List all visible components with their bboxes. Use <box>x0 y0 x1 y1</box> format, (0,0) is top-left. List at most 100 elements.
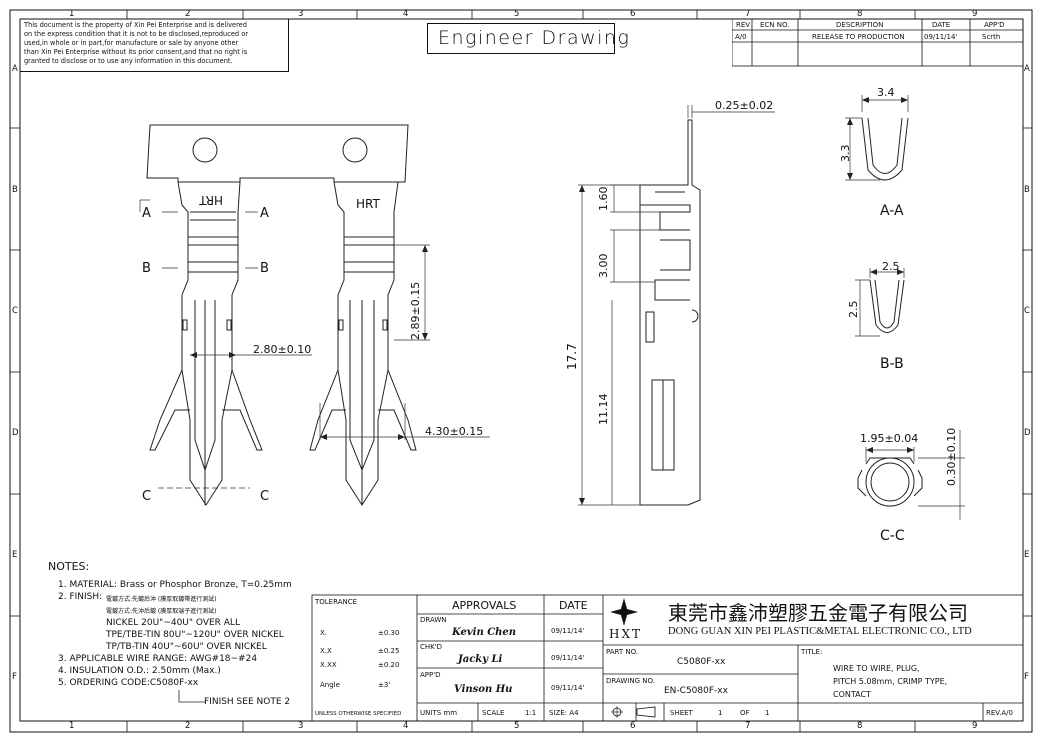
col-number: 8 <box>857 9 863 19</box>
col-number: 1 <box>69 721 75 731</box>
tolerance-heading: TOLERANCE <box>315 598 358 606</box>
appd-value: Scrth <box>982 33 1001 41</box>
dim-aa-height: 3.3 <box>839 145 852 163</box>
dim-2.80: 2.80±0.10 <box>253 343 312 356</box>
date-value: 09/11/14' <box>924 33 958 41</box>
dim-cc-height: 0.30±0.10 <box>945 428 958 486</box>
chk-name: Jacky Li <box>458 654 503 665</box>
section-marker: A <box>260 206 269 221</box>
note-5-leader <box>178 690 206 703</box>
note-5: 5. ORDERING CODE:C5080F-xx <box>58 678 199 688</box>
row-letter: D <box>1024 428 1031 438</box>
row-letter: E <box>1024 550 1030 560</box>
dim-11.14: 11.14 <box>597 394 610 426</box>
col-number: 4 <box>403 9 409 19</box>
appd-header: APP'D <box>984 21 1005 29</box>
tol-key: X.XX <box>320 661 337 669</box>
back-view-contact <box>309 181 417 506</box>
section-marker: C <box>260 489 270 504</box>
disclaimer-line: This document is the property of Xin Pei… <box>24 21 247 29</box>
section-marker: A <box>142 206 151 221</box>
note-1: 1. MATERIAL: Brass or Phosphor Bronze, T… <box>58 580 292 590</box>
section-label-cc: C-C <box>880 528 905 544</box>
col-number: 4 <box>403 721 409 731</box>
disclaimer-line: granted to disclose or to use any inform… <box>24 57 233 65</box>
app-name: Vinson Hu <box>454 684 513 695</box>
part-title-line: CONTACT <box>833 690 871 699</box>
section-label-aa: A-A <box>880 203 904 219</box>
scale-value: 1:1 <box>525 709 537 717</box>
row-letter: D <box>12 428 19 438</box>
tol-key: Angle <box>320 681 340 689</box>
description-header: DESCRIPTION <box>836 21 884 29</box>
part-no-label: PART NO. <box>606 648 639 656</box>
tol-value: ±0.20 <box>378 661 400 669</box>
row-letter: E <box>12 550 18 560</box>
row-letter: B <box>12 185 18 195</box>
rev-code: REV.A/0 <box>986 709 1013 717</box>
note-5-sub: FINISH SEE NOTE 2 <box>204 697 291 707</box>
sheet-size: SIZE: A4 <box>549 709 579 717</box>
front-view-contact <box>149 181 263 506</box>
col-number: 6 <box>630 721 636 731</box>
note-2: 2. FINISH: <box>58 592 103 602</box>
col-number: 9 <box>972 9 978 19</box>
section-bb-shape <box>869 279 905 333</box>
dim-aa-width: 3.4 <box>877 86 895 99</box>
approvals-heading: APPROVALS <box>452 599 517 612</box>
col-number: 9 <box>972 721 978 731</box>
projection-symbol-icon <box>611 706 656 718</box>
ecn-header: ECN NO. <box>760 21 790 29</box>
row-letter: F <box>1024 672 1029 682</box>
disclaimer-line: used,in whole or in part,for manufacture… <box>24 39 239 47</box>
scale-label: SCALE <box>482 709 505 717</box>
carrier-strip <box>146 124 409 183</box>
drawn-name: Kevin Chen <box>452 627 517 638</box>
app-date: 09/11/14' <box>551 684 585 692</box>
dim-17.7: 17.7 <box>565 343 579 370</box>
section-label-bb: B-B <box>880 356 904 372</box>
section-aa-shape <box>861 117 909 181</box>
company-name-en: DONG GUAN XIN PEI PLASTIC&METAL ELECTRON… <box>668 626 972 637</box>
rev-value: A/0 <box>735 33 747 41</box>
dim-4.30: 4.30±0.15 <box>425 425 484 438</box>
disclaimer-line: than Xin Pei Enterprise without its prio… <box>24 48 248 56</box>
col-number: 2 <box>185 9 191 19</box>
revision-table <box>732 19 1023 67</box>
part-title-line: PITCH 5.08mm, CRIMP TYPE, <box>833 677 948 686</box>
front-marking: HRT <box>199 193 223 207</box>
notes-heading: NOTES: <box>48 560 90 573</box>
of-label: OF <box>740 709 750 717</box>
col-number: 7 <box>745 721 751 731</box>
col-number: 1 <box>69 9 75 19</box>
pilot-hole <box>342 137 368 163</box>
drawing-no: EN-C5080F-xx <box>664 686 728 696</box>
section-marker: B <box>142 261 151 276</box>
company-name-cn: 東莞市鑫沛塑膠五金電子有限公司 <box>668 601 968 625</box>
dim-0.25: 0.25±0.02 <box>715 99 774 112</box>
note-2-cn-2: 電鍍方式:先沖后鍍 (膜厚取端子進行測試) <box>106 608 217 615</box>
dim-1.60: 1.60 <box>597 187 610 212</box>
side-view-contact <box>639 119 701 506</box>
row-letter: A <box>1024 64 1030 74</box>
drawing-no-label: DRAWING NO. <box>606 677 655 685</box>
sheet-label: SHEET <box>670 709 693 717</box>
of-number: 1 <box>765 709 770 717</box>
chk-label: CHK'D <box>420 643 443 651</box>
section-marker: B <box>260 261 269 276</box>
tol-key: X. <box>320 629 328 637</box>
chk-date: 09/11/14' <box>551 654 585 662</box>
tol-value: ±0.30 <box>378 629 400 637</box>
note-4: 4. INSULATION O.D.: 2.50mm (Max.) <box>58 666 221 676</box>
col-number: 5 <box>514 721 520 731</box>
col-number: 7 <box>745 9 751 19</box>
tol-value: ±0.25 <box>378 647 400 655</box>
drawing-title-box: Engineer Drawing <box>427 23 629 54</box>
disclaimer-line: on the express condition that it is not … <box>24 30 248 38</box>
dim-bb-height: 2.5 <box>847 301 860 319</box>
tol-key: X.X <box>320 647 332 655</box>
title-label: TITLE: <box>801 648 823 656</box>
date-header: DATE <box>932 21 951 29</box>
